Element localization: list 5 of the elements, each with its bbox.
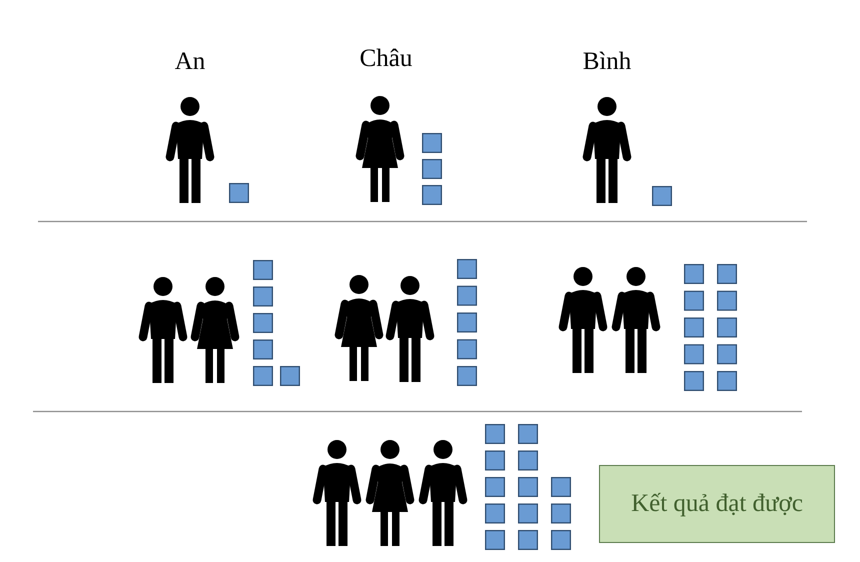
result-box	[599, 465, 835, 543]
person-name-label: Châu	[360, 44, 412, 73]
result-text: Kết quả đạt được	[631, 489, 803, 519]
person-name-label: Bình	[582, 47, 632, 76]
person-name-label: An	[174, 47, 206, 76]
